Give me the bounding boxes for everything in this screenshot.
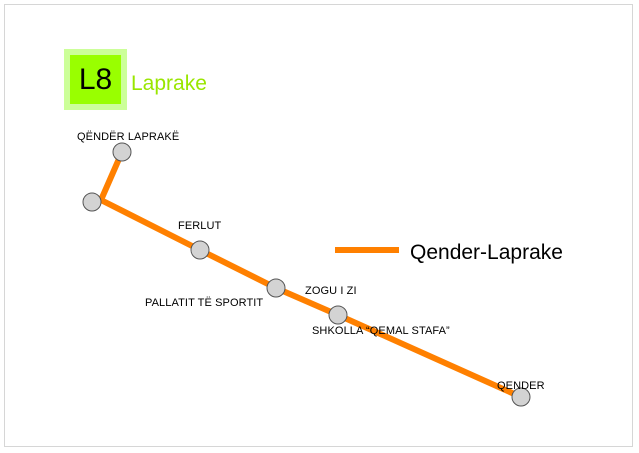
- stop-label-zogu-i-zi: ZOGU I ZI: [305, 285, 357, 297]
- stop-marker-zogu-i-zi[interactable]: [266, 278, 286, 298]
- stop-label-qender: QENDER: [497, 380, 545, 392]
- stop-label-shkolla-qemal-stafa: SHKOLLA “QEMAL STAFA”: [312, 325, 450, 337]
- page-frame: [4, 4, 633, 447]
- stop-marker-qender[interactable]: [511, 387, 531, 407]
- route-code: L8: [78, 62, 113, 96]
- legend-label: Qender-Laprake: [410, 241, 563, 264]
- route-line: [97, 150, 523, 400]
- route-badge: L8: [70, 55, 121, 104]
- stop-marker-qender-laprake[interactable]: [112, 142, 132, 162]
- stop-label-qender-laprake: QËNDËR LAPRAKË: [77, 131, 180, 143]
- stop-marker-shkolla-qemal-stafa[interactable]: [328, 305, 348, 325]
- stop-label-ferlut: FERLUT: [178, 220, 222, 232]
- stop-marker-ferlut[interactable]: [190, 240, 210, 260]
- route-name: Laprake: [131, 72, 207, 95]
- stop-label-pallatit-te-sportit: PALLATIT TË SPORTIT: [145, 297, 264, 309]
- stop-marker-unnamed[interactable]: [82, 192, 102, 212]
